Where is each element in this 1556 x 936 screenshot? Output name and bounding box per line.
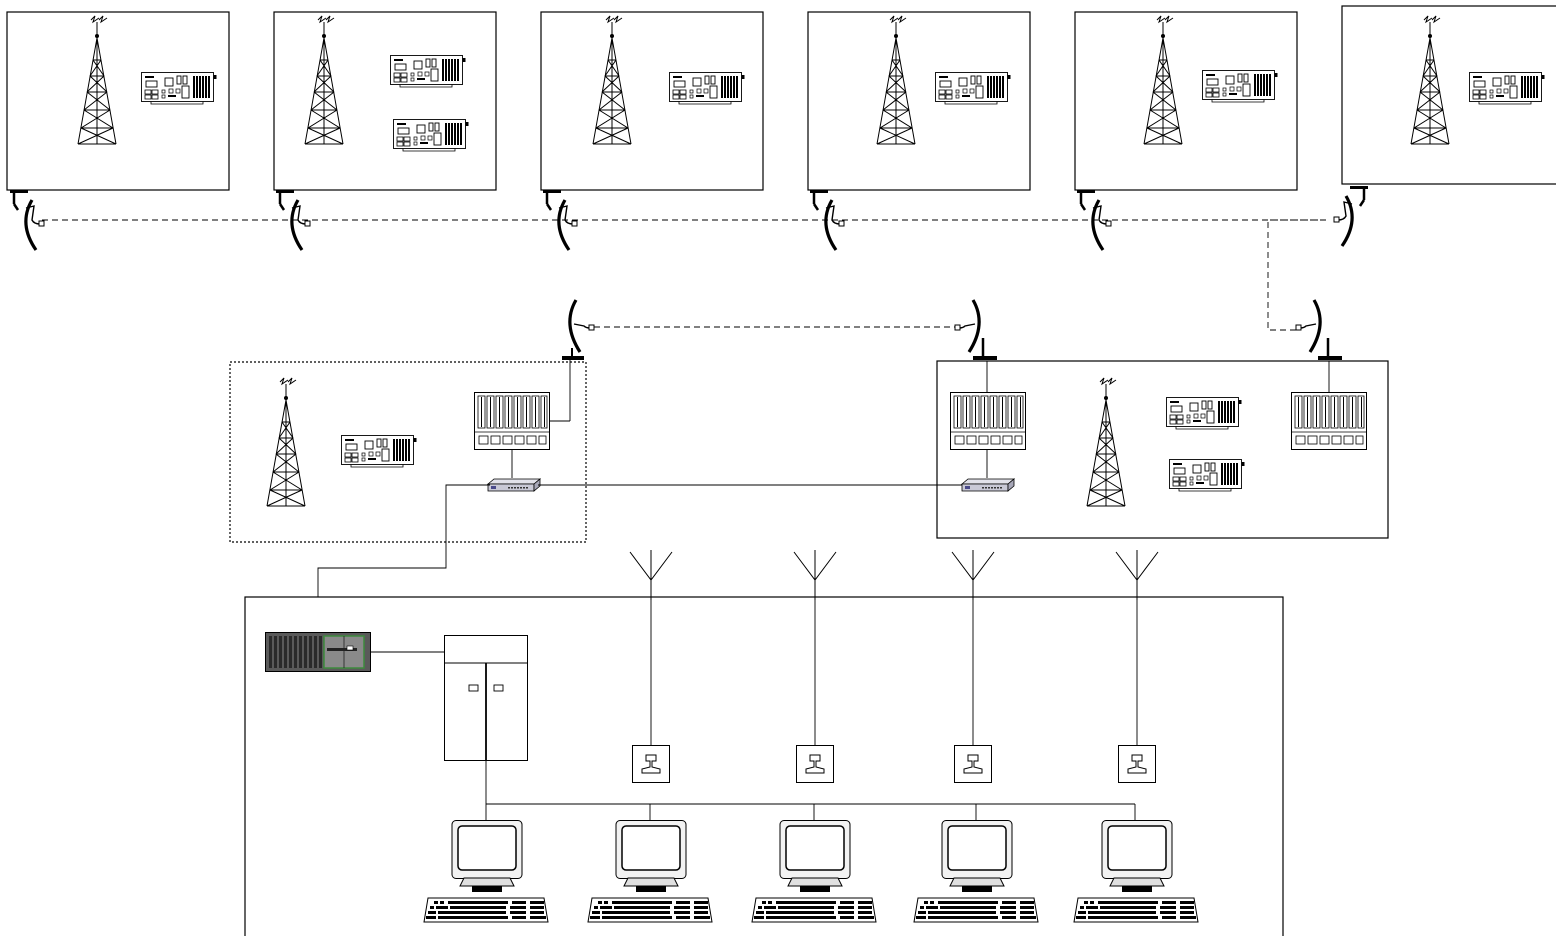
network-switch-icon <box>961 478 1015 492</box>
radio-card-icon <box>669 72 745 105</box>
microwave-link <box>1267 219 1326 331</box>
desk-microphone-icon <box>632 745 670 783</box>
server-rack-icon <box>264 631 372 673</box>
radio-card-icon <box>393 119 469 152</box>
hub-site-left <box>229 360 587 543</box>
dispatch-center <box>244 549 1284 936</box>
radio-card-icon <box>141 72 217 105</box>
radio-card-icon <box>1469 72 1545 105</box>
network-switch-icon <box>487 478 541 492</box>
radio-card-icon <box>341 435 417 468</box>
desk-microphone-icon <box>1118 745 1156 783</box>
remote-site-6 <box>1341 5 1556 185</box>
radio-card-icon <box>1202 70 1278 103</box>
dish-antenna-icon <box>541 188 579 252</box>
radio-card-icon <box>935 72 1011 105</box>
wired-link <box>317 484 490 634</box>
channel-bank-icon <box>474 392 550 450</box>
antenna-icon <box>1115 549 1159 601</box>
radio-card-icon <box>1166 397 1242 430</box>
remote-site-3 <box>540 11 764 191</box>
dish-antenna-icon <box>562 299 595 360</box>
dish-antenna-icon <box>1295 299 1342 360</box>
server-cabinet-icon <box>443 634 529 762</box>
antenna-icon <box>629 549 673 601</box>
desk-microphone-icon <box>796 745 834 783</box>
dish-antenna-icon <box>954 299 997 360</box>
remote-site-1 <box>6 11 230 191</box>
channel-bank-icon <box>950 392 1026 450</box>
hub-site-right <box>936 360 1389 539</box>
remote-site-2 <box>273 11 497 191</box>
dish-antenna-icon <box>1332 184 1370 248</box>
radio-card-icon <box>390 55 466 88</box>
antenna-icon <box>951 549 995 601</box>
dish-antenna-icon <box>8 188 46 252</box>
antenna-icon <box>793 549 837 601</box>
channel-bank-icon <box>1291 392 1367 450</box>
remote-site-4 <box>807 11 1031 191</box>
radio-card-icon <box>1169 459 1245 492</box>
remote-site-5 <box>1074 11 1298 191</box>
desk-microphone-icon <box>954 745 992 783</box>
